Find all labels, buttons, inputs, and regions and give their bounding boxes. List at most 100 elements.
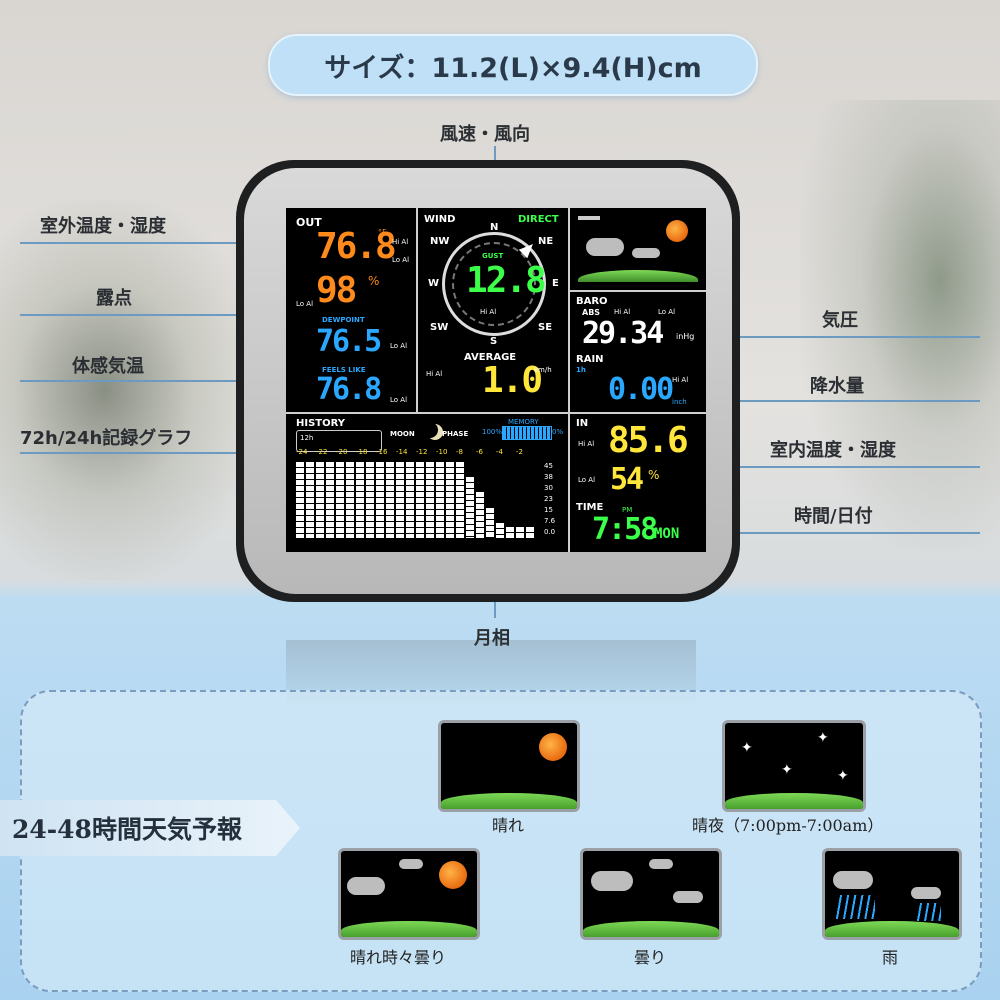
forecast-tile-clear-night: ✦ ✦ ✦ ✦ <box>722 720 866 812</box>
history-bar <box>426 462 434 538</box>
history-bar <box>406 462 414 538</box>
history-bar <box>296 462 304 538</box>
history-bar <box>366 462 374 538</box>
history-bar <box>446 462 454 538</box>
history-bar <box>496 523 504 538</box>
callout-rain: 降水量 <box>810 376 864 397</box>
background-blur-right <box>800 100 1000 550</box>
size-title: サイズ：11.2(L)×9.4(H)cm <box>268 34 758 96</box>
in-temp-value: 85.6 <box>608 420 689 461</box>
time-value: 7:58 <box>592 512 658 547</box>
history-bar <box>526 527 534 538</box>
baro-lo-al: Lo Al <box>658 308 676 316</box>
compass-ring <box>442 232 546 336</box>
history-scale-label: 15 <box>544 506 553 514</box>
cloud-icon <box>347 877 385 895</box>
divider-v1 <box>416 208 418 412</box>
compass-w: W <box>428 278 440 289</box>
history-tick: -16 <box>376 448 388 456</box>
rain-drops-icon <box>835 895 875 919</box>
cloud-icon <box>833 871 873 889</box>
history-tick: -20 <box>336 448 348 456</box>
history-bar <box>486 508 494 538</box>
dewpoint-value: 76.5 <box>316 324 382 359</box>
grass <box>583 921 719 937</box>
history-bar <box>456 462 464 538</box>
star-icon: ✦ <box>837 768 849 784</box>
history-bar <box>386 462 394 538</box>
history-bar <box>336 462 344 538</box>
history-scale-label: 23 <box>544 495 553 503</box>
history-tick: -6 <box>476 448 483 456</box>
history-tick: -14 <box>396 448 408 456</box>
callout-wind: 風速・風向 <box>440 124 530 145</box>
callout-indoor: 室内温度・湿度 <box>770 440 896 461</box>
callout-time: 時間/日付 <box>794 506 873 527</box>
history-bar <box>356 462 364 538</box>
history-tick: -18 <box>356 448 368 456</box>
callout-rain-line <box>692 400 980 402</box>
history-bar <box>346 462 354 538</box>
moon-label: MOON <box>390 430 415 438</box>
abs-label: ABS <box>582 308 601 317</box>
callout-indoor-line <box>692 466 980 468</box>
grass <box>825 921 959 937</box>
rain-value: 0.00 <box>608 372 674 407</box>
memory-bar <box>502 426 552 440</box>
history-bar <box>316 462 324 538</box>
callout-feelslike: 体感気温 <box>72 356 144 377</box>
out-temp-value: 76.8 <box>316 226 397 267</box>
out-lo-al: Lo Al <box>392 256 410 264</box>
grass <box>441 793 577 809</box>
caption-rain: 雨 <box>882 948 899 967</box>
history-scale-label: 0.0 <box>544 528 556 536</box>
forecast-heading: 24-48時間天気予報 <box>0 800 300 856</box>
rain-label: RAIN <box>576 354 604 365</box>
out-temp-unit: °F <box>378 228 387 237</box>
time-label: TIME <box>576 502 604 513</box>
small-cloud-icon <box>911 887 941 899</box>
history-bar <box>436 462 444 538</box>
history-bar <box>466 477 474 538</box>
wind-haze-icon <box>578 216 600 220</box>
small-cloud-icon <box>673 891 703 903</box>
screen-small-cloud-icon <box>632 248 660 258</box>
history-bar <box>326 462 334 538</box>
grass <box>725 793 863 809</box>
history-bar <box>376 462 384 538</box>
speed-unit: km/h <box>534 366 552 374</box>
compass-ne: NE <box>538 236 554 247</box>
callout-dewpoint-line <box>20 314 270 316</box>
feelslike-value: 76.8 <box>316 372 382 407</box>
in-humidity-unit: % <box>648 468 660 482</box>
in-humidity-value: 54 <box>610 462 644 497</box>
sun-icon <box>439 861 467 889</box>
callout-history-line <box>20 452 305 454</box>
background-blur-left <box>0 200 260 580</box>
callout-time-line <box>692 532 980 534</box>
baro-value: 29.34 <box>582 316 664 351</box>
weather-station-device: OUT 76.8 °F Hi Al Lo Al 98 % Lo Al DEWPO… <box>236 160 740 602</box>
history-tick: -8 <box>456 448 463 456</box>
rain-unit: inch <box>672 398 687 406</box>
average-value: 1.0 <box>482 360 543 401</box>
in-hi-al: Hi Al <box>578 440 595 448</box>
out-humidity-unit: % <box>368 274 380 288</box>
forecast-tile-cloudy <box>580 848 722 940</box>
history-tick: -22 <box>316 448 328 456</box>
feelslike-lo-al: Lo Al <box>390 396 408 404</box>
history-sub: 12h <box>300 434 314 442</box>
history-bars <box>296 462 536 538</box>
callout-outdoor-line <box>20 242 292 244</box>
rain-hi-al: Hi Al <box>672 376 689 384</box>
callout-history: 72h/24h記録グラフ <box>20 428 193 449</box>
history-tick: -12 <box>416 448 428 456</box>
history-tick: -4 <box>496 448 503 456</box>
forecast-tile-rain <box>822 848 962 940</box>
gust-hi-al: Hi Al <box>480 308 497 316</box>
screen-cloud-icon <box>586 238 624 256</box>
baro-hi-al: Hi Al <box>614 308 631 316</box>
compass-sw: SW <box>430 322 449 333</box>
star-icon: ✦ <box>741 740 753 756</box>
lcd-screen: OUT 76.8 °F Hi Al Lo Al 98 % Lo Al DEWPO… <box>286 208 706 552</box>
